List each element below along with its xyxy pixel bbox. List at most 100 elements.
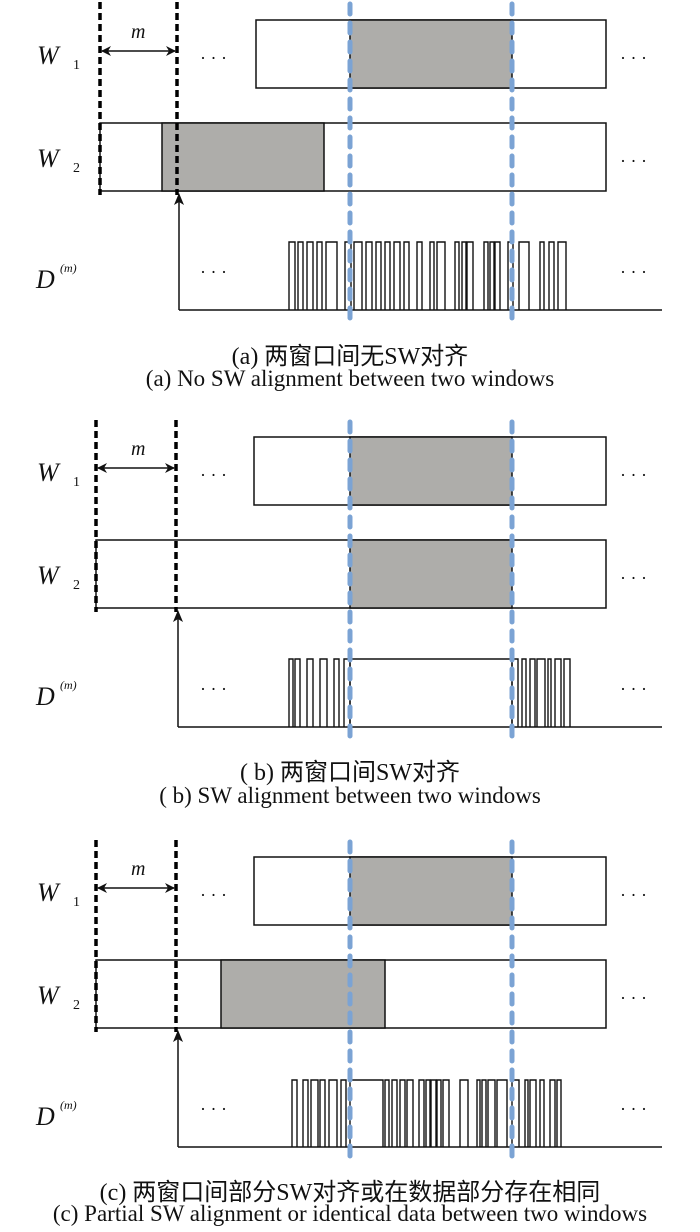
m-arrow-left-head	[97, 463, 107, 473]
data-pulse	[310, 1079, 319, 1147]
ellipsis-w1-right: · · ·	[620, 48, 647, 68]
m-arrow-right-head	[165, 463, 175, 473]
ellipsis-w1-left: · · ·	[200, 465, 227, 485]
data-pulse	[333, 658, 340, 727]
data-pulse	[487, 1079, 496, 1147]
data-pulse	[524, 1079, 529, 1147]
data-pulse	[375, 241, 382, 310]
w2-sw-region	[220, 959, 386, 1029]
data-pulse	[391, 1079, 398, 1147]
ellipsis-w2-right: · · ·	[620, 568, 647, 588]
m-arrow-left-head	[101, 46, 111, 56]
data-pulse	[288, 658, 294, 727]
ellipsis-data-right: · · ·	[620, 262, 647, 282]
data-superscript: (m)	[60, 678, 77, 692]
w2-label: W	[37, 981, 61, 1010]
w1-subscript: 1	[73, 58, 80, 73]
ellipsis-w1-right: · · ·	[620, 465, 647, 485]
data-start-arrow-head	[173, 610, 183, 622]
w2-subscript: 2	[73, 578, 80, 593]
data-pulse	[461, 241, 467, 310]
ellipsis-w1-right: · · ·	[620, 885, 647, 905]
w1-sw-region	[349, 436, 513, 506]
data-pulse	[406, 1079, 414, 1147]
data-pulse	[548, 241, 555, 310]
data-sw-pulse	[349, 658, 513, 727]
data-pulse	[297, 241, 304, 310]
data-pulse	[481, 1079, 487, 1147]
data-pulse	[418, 1079, 425, 1147]
data-identical-pulse	[349, 1079, 384, 1147]
data-pulse	[393, 241, 401, 310]
ellipsis-data-left: · · ·	[200, 1099, 227, 1119]
data-start-arrow-head	[173, 1030, 183, 1042]
data-pulse	[547, 658, 552, 727]
w2-label: W	[37, 561, 61, 590]
data-pulse	[454, 241, 460, 310]
caption-c-zh: (c) 两窗口间部分SW对齐或在数据部分存在相同	[99, 1180, 601, 1206]
data-pulse	[554, 658, 562, 727]
ellipsis-w1-left: · · ·	[200, 48, 227, 68]
data-pulse	[496, 1079, 508, 1147]
data-pulse	[489, 241, 495, 310]
data-pulse	[328, 1079, 338, 1147]
data-pulse	[294, 658, 301, 727]
data-pulse	[384, 1079, 390, 1147]
data-pulse	[384, 241, 391, 310]
data-label: D	[35, 1102, 55, 1131]
m-arrow-right-head	[166, 46, 176, 56]
w2-subscript: 2	[73, 161, 80, 176]
data-pulse	[340, 1079, 347, 1147]
data-pulse	[306, 241, 314, 310]
caption-b-zh: ( b) 两窗口间SW对齐	[240, 760, 460, 786]
ellipsis-w2-right: · · ·	[620, 988, 647, 1008]
data-pulse	[416, 241, 423, 310]
w1-label: W	[37, 458, 61, 487]
data-pulse	[291, 1079, 298, 1147]
data-pulse	[403, 241, 410, 310]
data-pulse	[529, 658, 536, 727]
ellipsis-data-right: · · ·	[620, 1099, 647, 1119]
data-pulse	[483, 241, 489, 310]
data-pulse	[425, 1079, 431, 1147]
w2-sw-region	[349, 539, 513, 609]
data-start-arrow-head	[174, 193, 184, 205]
w1-subscript: 1	[73, 475, 80, 490]
data-pulse	[536, 658, 546, 727]
data-pulse	[494, 241, 501, 310]
ellipsis-data-left: · · ·	[200, 679, 227, 699]
m-label: m	[131, 21, 145, 43]
data-pulse	[302, 1079, 309, 1147]
data-pulse	[430, 1079, 437, 1147]
data-pulse	[325, 241, 338, 310]
data-pulse	[429, 241, 435, 310]
data-pulse	[549, 1079, 556, 1147]
data-pulse	[436, 1079, 442, 1147]
w2-sw-region	[161, 122, 325, 192]
data-pulse	[459, 1079, 469, 1147]
data-pulse	[288, 241, 296, 310]
ellipsis-w2-right: · · ·	[620, 151, 647, 171]
caption-a-zh: (a) 两窗口间无SW对齐	[231, 344, 469, 370]
ellipsis-w1-left: · · ·	[200, 885, 227, 905]
caption-c-en: (c) Partial SW alignment or identical da…	[52, 1201, 648, 1226]
w1-sw-region	[349, 856, 513, 926]
data-label: D	[35, 265, 55, 294]
data-pulse	[306, 658, 314, 727]
data-pulse	[442, 1079, 450, 1147]
data-pulse	[365, 241, 373, 310]
data-label: D	[35, 682, 55, 711]
m-arrow-left-head	[97, 883, 107, 893]
data-pulse	[316, 241, 323, 310]
ellipsis-data-right: · · ·	[620, 679, 647, 699]
m-arrow-right-head	[165, 883, 175, 893]
data-pulse	[539, 1079, 545, 1147]
w1-subscript: 1	[73, 895, 80, 910]
w1-sw-region	[349, 19, 513, 89]
data-pulse	[319, 1079, 326, 1147]
data-pulse	[476, 1079, 481, 1147]
data-pulse	[399, 1079, 406, 1147]
